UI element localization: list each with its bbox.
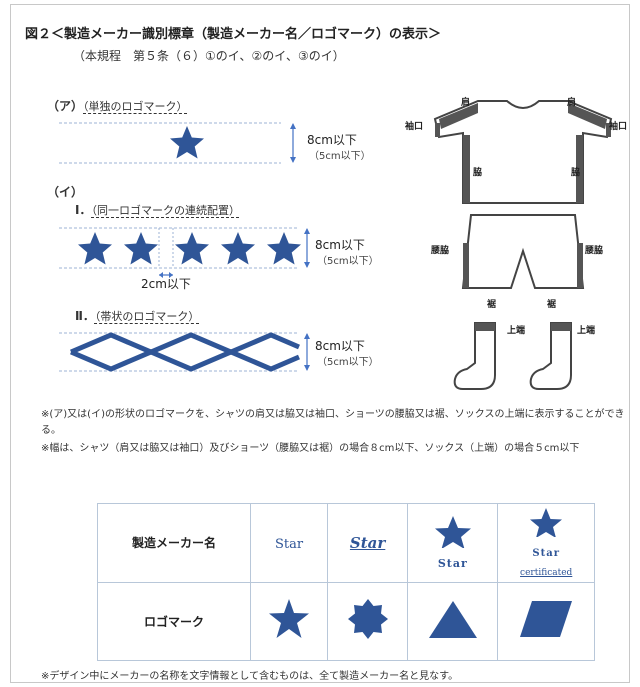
label-side-right: 脇 [571, 168, 581, 178]
gap-size: 2cm以下 [141, 277, 191, 291]
label-sock-top-left: 上端 [507, 326, 526, 336]
star-logo [170, 126, 204, 159]
footer-note: ※デザイン中にメーカーの名称を文字情報として含むものは、全て製造メーカー名と見な… [41, 671, 459, 682]
brand-certified-top: Star [532, 547, 560, 559]
figure-title: 図２＜製造メーカー識別標章（製造メーカー名／ロゴマーク）の表示＞ [25, 27, 442, 42]
label-cuff-right: 袖口 [609, 122, 628, 132]
section-i1-size: 8cm以下 [315, 238, 365, 252]
label-hem-right: 裾 [547, 300, 557, 310]
star-logo-3 [175, 232, 209, 265]
star-logo-4 [221, 232, 255, 265]
logo-triangle-icon [428, 601, 477, 639]
label-side-left: 脇 [473, 168, 483, 178]
section-i2-label: Ⅱ． [75, 309, 95, 323]
label-hem-left: 裾 [487, 300, 497, 310]
sock-right [529, 322, 572, 390]
star-logo-1 [78, 232, 112, 265]
brand-certified-star-icon [530, 507, 563, 538]
note-width: ※幅は、シャツ（肩又は脇又は袖口）及びショーツ（腰脇又は裾）の場合８cm以下、ソ… [41, 443, 580, 454]
section-i2-heading: Ⅱ．（帯状のロゴマーク） [75, 307, 199, 324]
label-cuff-left: 袖口 [405, 122, 424, 132]
label-sock-top-right: 上端 [577, 326, 596, 336]
star-logo-2 [124, 232, 158, 265]
section-a-caption: （単独のロゴマーク） [83, 100, 188, 113]
row-label-maker-name: 製造メーカー名 [97, 503, 251, 583]
logo-octagram-icon [347, 599, 388, 640]
section-a-heading: （ア）（単独のロゴマーク） [47, 97, 188, 114]
section-i2-size: 8cm以下 [315, 339, 365, 353]
brand-italic: Star [349, 534, 386, 553]
row-label-logo: ロゴマーク [97, 581, 251, 661]
figure-subtitle: （本規程 第５条（６）①のイ、②のイ、③のイ） [73, 49, 345, 63]
section-a-size: 8cm以下 [307, 133, 357, 147]
maker-mark-table: 製造メーカー名 Star Star Star Star certificated… [97, 503, 595, 661]
document-page: 図２＜製造メーカー識別標章（製造メーカー名／ロゴマーク）の表示＞ （本規程 第５… [10, 4, 630, 683]
section-i1-heading: Ⅰ．（同一ロゴマークの連続配置） [75, 201, 240, 218]
section-i1-size-sub: （5cm以下） [317, 256, 379, 267]
brand-star-text: Star [437, 557, 468, 571]
shorts-outline [461, 214, 585, 289]
brand-plain: Star [274, 537, 304, 553]
label-shoulder-right: 肩 [567, 98, 577, 108]
label-hip-right: 腰脇 [585, 246, 604, 256]
section-i2-size-sub: （5cm以下） [317, 357, 379, 368]
repeated-logo-diagram [59, 227, 310, 278]
sock-left [453, 322, 496, 390]
brand-certified-bottom: certificated [520, 567, 573, 578]
brand-star-icon [434, 516, 471, 550]
section-a-size-sub: （5cm以下） [309, 151, 371, 162]
section-a-label: （ア） [47, 99, 84, 113]
section-i1-caption: （同一ロゴマークの連続配置） [91, 204, 240, 217]
single-logo-diagram [59, 122, 296, 164]
logo-star-icon [268, 599, 309, 639]
section-i1-label: Ⅰ． [75, 203, 92, 217]
logo-parallelogram-icon [520, 601, 573, 638]
band-logo-diagram [59, 332, 310, 372]
section-i-label: （イ） [47, 185, 84, 199]
label-hip-left: 腰脇 [431, 246, 450, 256]
label-shoulder-left: 肩 [461, 98, 471, 108]
note-placement: ※(ア)又は(イ)の形状のロゴマークを、シャツの肩又は脇又は袖口、ショーツの腰脇… [41, 409, 625, 436]
star-logo-5 [267, 232, 301, 265]
garment-diagram [433, 100, 613, 390]
band-logo [70, 332, 300, 372]
section-i2-caption: （帯状のロゴマーク） [94, 310, 200, 323]
